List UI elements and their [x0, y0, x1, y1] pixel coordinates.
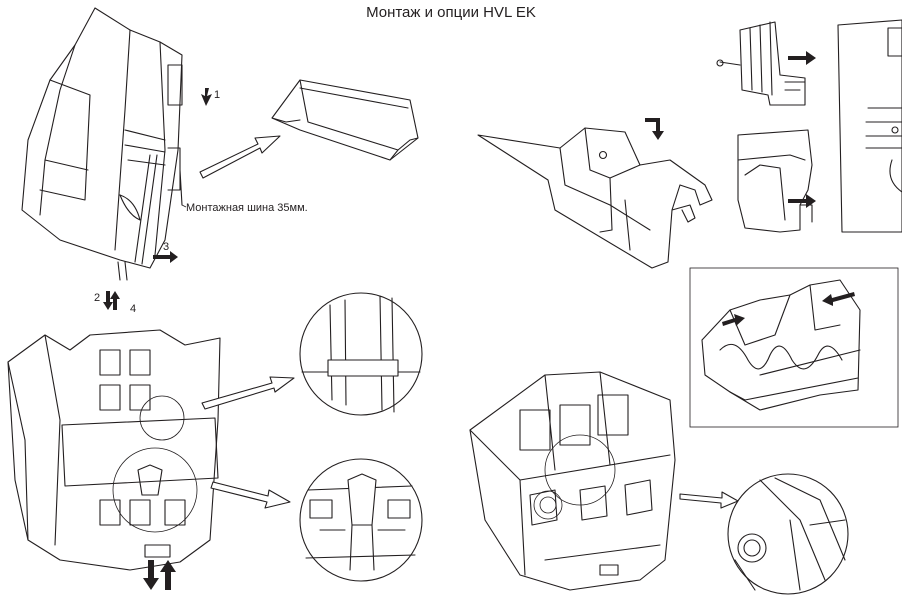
rail-label: Монтажная шина 35мм. [186, 202, 308, 214]
arrow-step-3-icon [153, 251, 178, 263]
bottom-clip-part [737, 129, 813, 233]
mechanism-part [477, 127, 713, 269]
panel-part [837, 19, 902, 233]
step-1-label: 1 [214, 89, 220, 101]
zoom-circle-bottom [299, 458, 423, 582]
top-clip-part [716, 21, 806, 106]
switch-front-view [7, 329, 221, 571]
zoom-arrow-upper-icon [201, 376, 295, 410]
step-4-label: 4 [130, 303, 136, 315]
din-rail-piece [271, 79, 419, 161]
zoom-circle-top [299, 292, 423, 416]
arrow-step-1-icon [201, 88, 212, 106]
arrow-step-2-4-icon [103, 291, 120, 310]
corner-arrow-icon [645, 118, 664, 140]
outline-arrow-icon [199, 135, 281, 179]
arrow-right-bottom-icon [788, 194, 816, 208]
arrow-right-top-icon [788, 51, 816, 65]
zoom-arrow-lower-icon [210, 481, 291, 509]
zoom-circle-right [727, 473, 849, 595]
page-title: Монтаж и опции HVL EK [366, 4, 536, 21]
zoom-arrow-right-icon [679, 491, 739, 509]
din-rail-profile [167, 147, 187, 208]
base-housing [469, 371, 676, 591]
arrows-up-down-icon [143, 560, 176, 590]
switch-side-view [21, 7, 183, 281]
step-2-label: 2 [94, 292, 100, 304]
detail-frame [689, 267, 899, 428]
step-3-label: 3 [163, 241, 169, 253]
